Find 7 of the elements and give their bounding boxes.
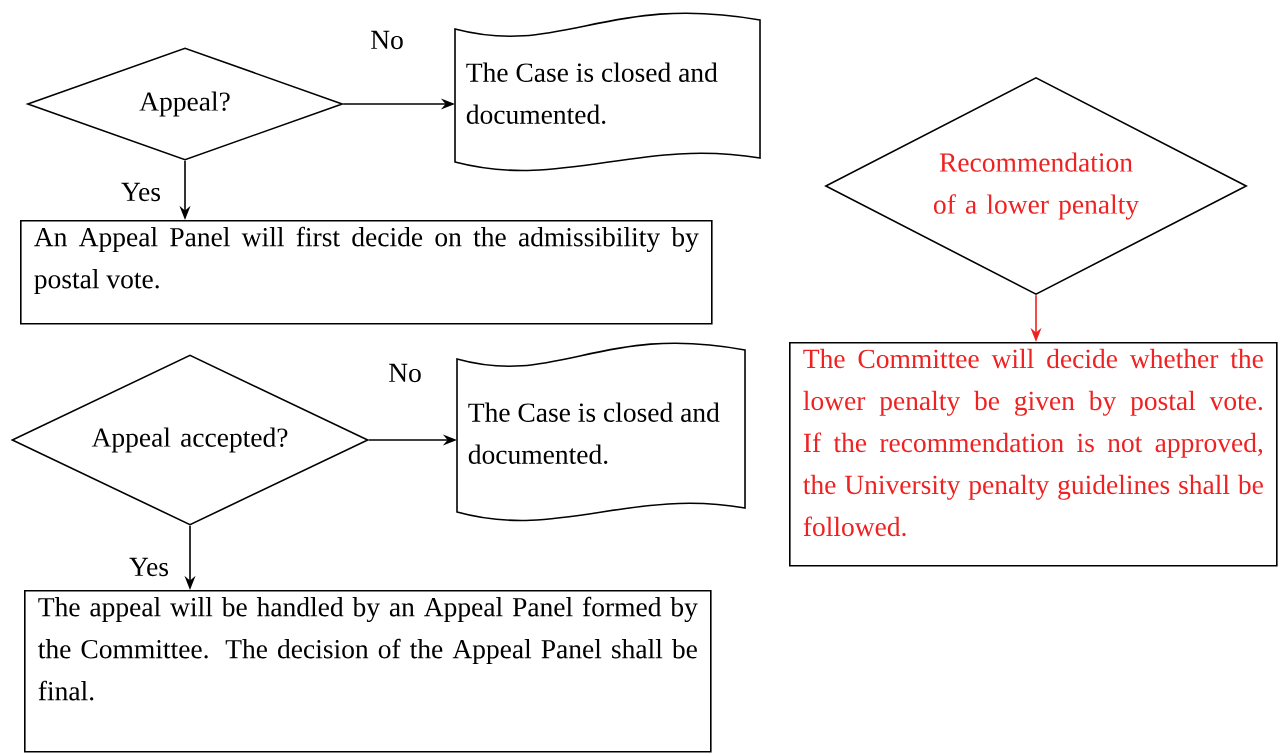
process-box: The Committee will decide whether the lower penalty be given by postal vote. If the recommendation is not approved, the University penalty guidelines shall be followed. xyxy=(789,342,1278,567)
edge-label: No xyxy=(369,29,405,51)
edge-label: No xyxy=(387,362,423,384)
edge-label: Yes xyxy=(120,181,162,203)
process-box: The appeal will be handled by an Appeal Panel formed by the Committee. The decision of the Appeal Panel shall be final. xyxy=(24,590,712,753)
edge-label: Yes xyxy=(128,556,170,578)
process-box: An Appeal Panel will first decide on the admissibility by postal vote. xyxy=(20,220,713,325)
